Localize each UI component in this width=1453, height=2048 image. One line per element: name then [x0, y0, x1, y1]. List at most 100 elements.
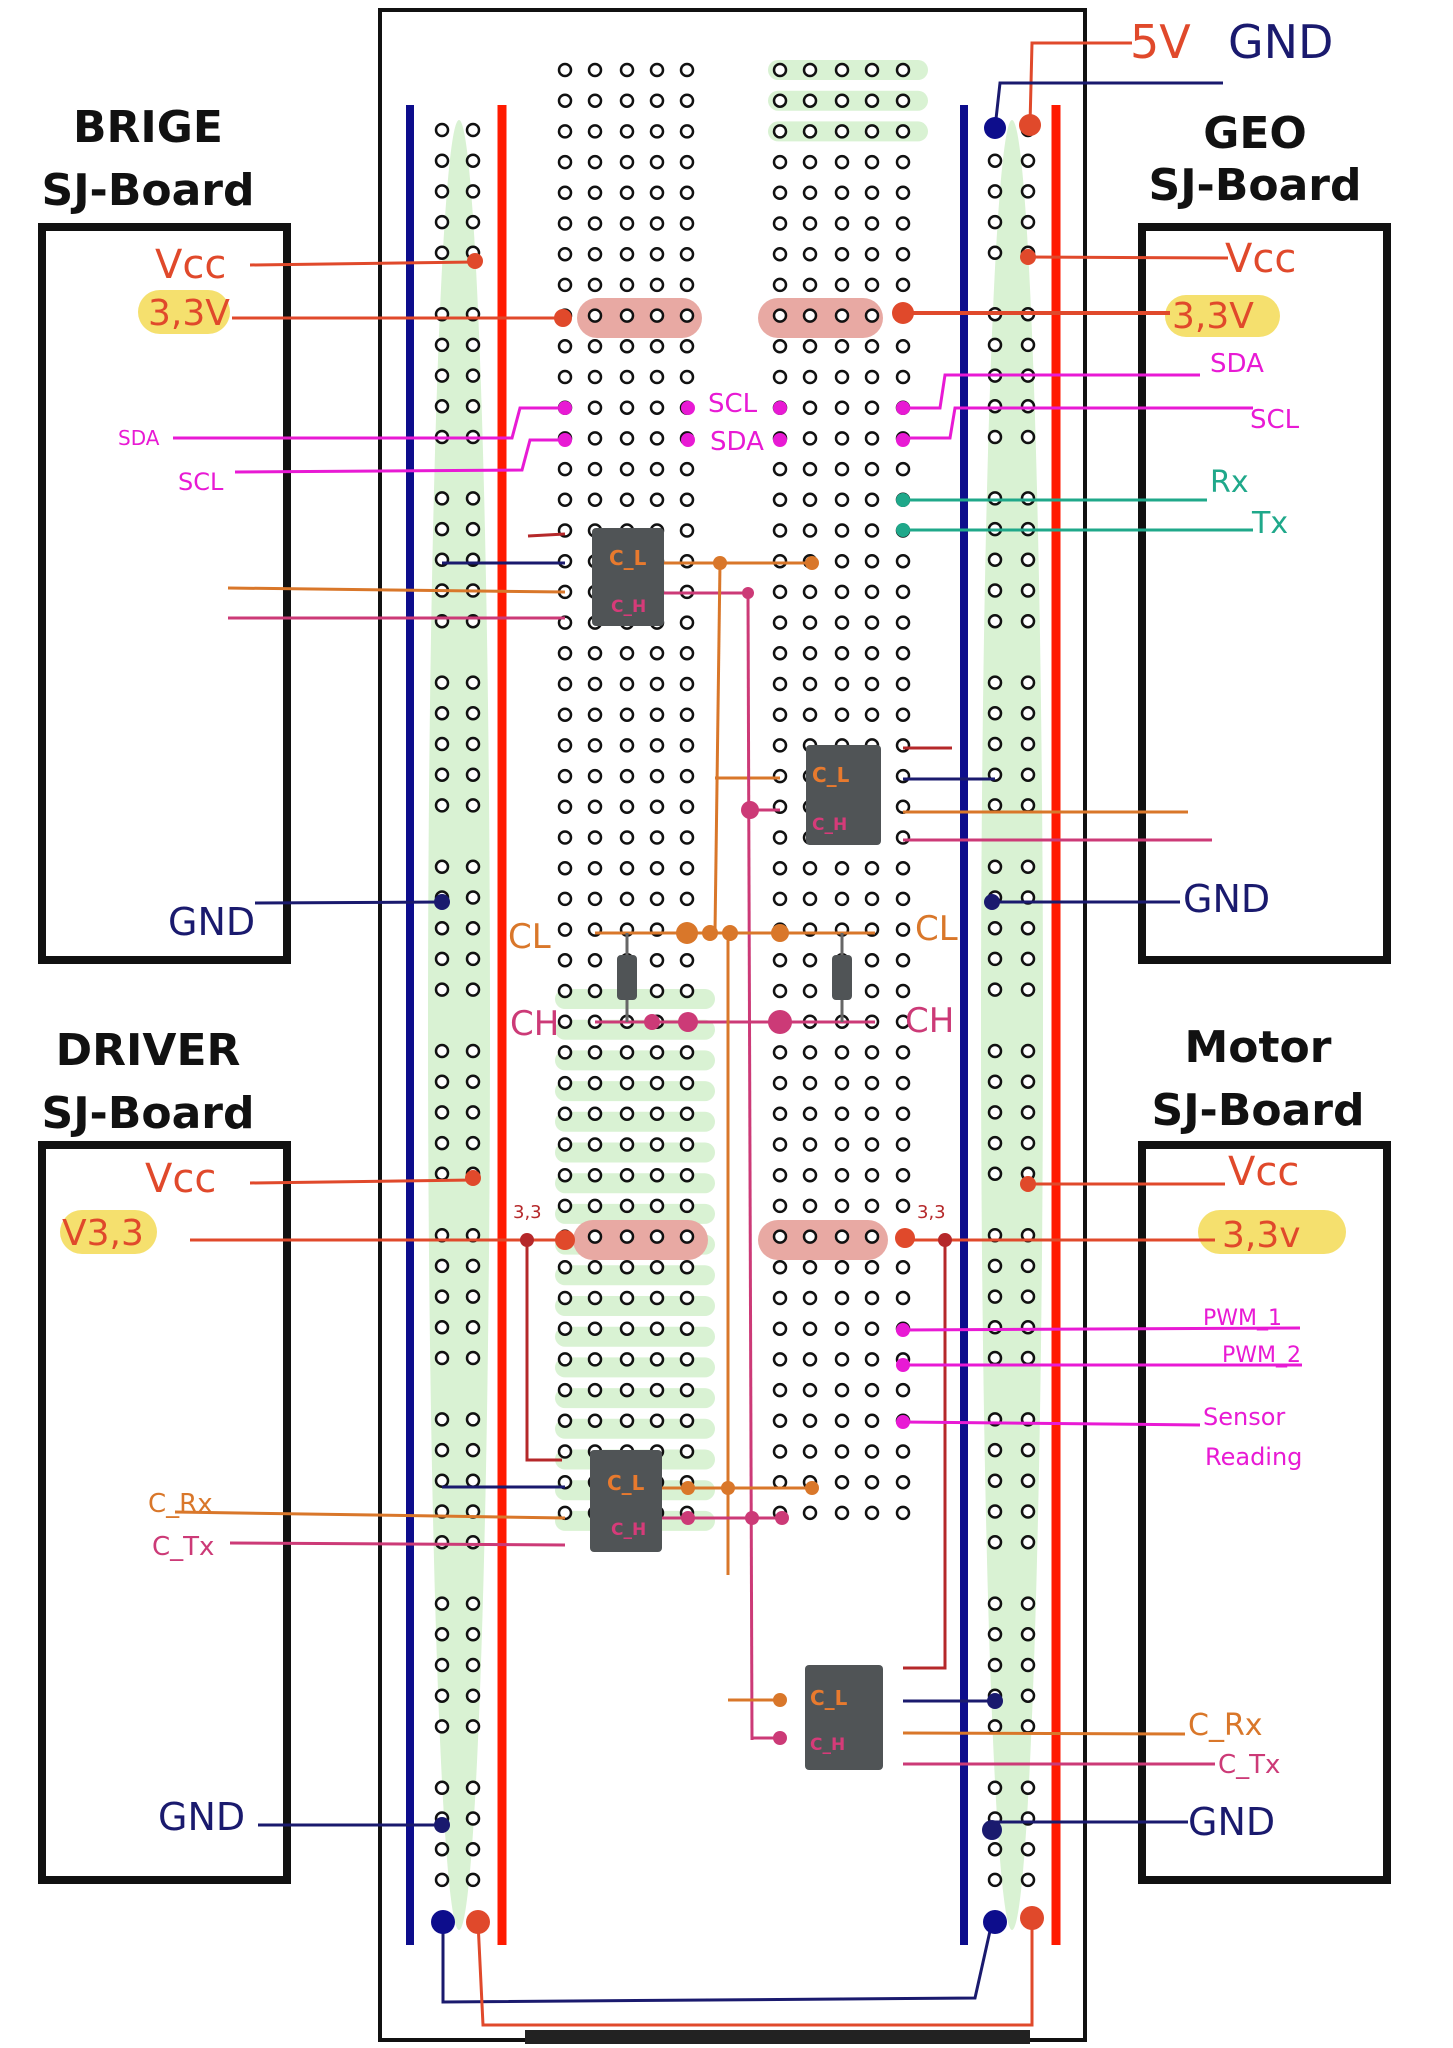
bridge-board-sub: SJ-Board — [42, 165, 255, 216]
breadboard-hole — [802, 1167, 818, 1183]
breadboard-hole — [1020, 1534, 1036, 1550]
breadboard-hole — [619, 369, 635, 385]
breadboard-hole — [864, 523, 880, 538]
breadboard-hole — [619, 799, 635, 815]
breadboard-hole — [649, 93, 665, 108]
breadboard-hole — [619, 1137, 635, 1152]
breadboard-hole — [679, 768, 695, 784]
breadboard-hole — [802, 1444, 818, 1459]
breadboard-hole — [649, 1198, 665, 1214]
driver-crx-wire — [174, 1510, 566, 1520]
breadboard-hole — [557, 1382, 573, 1398]
breadboard-hole — [864, 400, 880, 415]
breadboard-hole — [895, 553, 911, 569]
dot-chip3-ch-a — [681, 1511, 695, 1525]
breadboard-hole — [649, 953, 665, 968]
breadboard-hole — [802, 93, 818, 108]
geo-sda-label: SDA — [1210, 349, 1264, 379]
breadboard-hole — [1020, 1135, 1036, 1151]
breadboard-hole — [987, 1504, 1003, 1519]
breadboard-hole — [557, 1106, 573, 1122]
breadboard-hole — [772, 676, 788, 692]
label-highlights — [60, 290, 1346, 1254]
breadboard-hole — [895, 860, 911, 876]
breadboard-hole — [465, 675, 481, 690]
breadboard-hole — [987, 214, 1003, 230]
dot-ch-row-c — [768, 1010, 792, 1034]
chip4-ch-label: C_H — [810, 1735, 845, 1755]
breadboard-hole — [772, 461, 788, 477]
breadboard-hole — [465, 337, 481, 353]
motor-board-sub: SJ-Board — [1152, 1085, 1365, 1136]
breadboard-hole — [802, 216, 818, 231]
small-33-label-left: 3,3 — [513, 1202, 542, 1223]
bus-ch-vertical — [746, 592, 754, 1741]
breadboard-hole — [619, 676, 635, 692]
breadboard-hole — [772, 738, 788, 753]
breadboard-hole — [987, 1596, 1003, 1611]
breadboard-hole — [987, 429, 1003, 445]
breadboard-hole — [557, 93, 573, 108]
breadboard-hole — [864, 646, 880, 661]
breadboard-hole — [802, 246, 818, 262]
breadboard-hole — [772, 983, 788, 999]
breadboard-hole — [864, 1382, 880, 1398]
dot-ch-chip2 — [741, 801, 759, 819]
breadboard-hole — [679, 1260, 695, 1275]
breadboard-hole — [802, 431, 818, 446]
breadboard-hole — [834, 461, 850, 477]
breadboard-hole — [649, 246, 665, 262]
breadboard-hole — [587, 799, 603, 815]
breadboard-hole — [434, 675, 450, 690]
breadboard-hole — [557, 1290, 573, 1306]
breadboard-hole — [987, 1135, 1003, 1151]
breadboard-hole — [987, 1473, 1003, 1489]
breadboard-hole — [864, 461, 880, 477]
breadboard-hole — [802, 523, 818, 538]
dot-mid-scl — [681, 401, 695, 415]
breadboard-hole — [465, 1074, 481, 1089]
breadboard-hole — [802, 983, 818, 999]
breadboard-hole — [987, 184, 1003, 199]
supply-gnd-wire — [993, 81, 1223, 129]
dot-motor-pwm1 — [896, 1323, 910, 1337]
breadboard-hole — [434, 1320, 450, 1335]
breadboard-hole — [557, 62, 573, 78]
breadboard-hole — [895, 339, 911, 354]
breadboard-hole — [864, 1321, 880, 1336]
breadboard-hole — [834, 124, 850, 139]
breadboard-hole — [619, 707, 635, 722]
breadboard-hole — [987, 1841, 1003, 1857]
chip1-body — [592, 528, 664, 626]
dot-driver-33-b — [555, 1230, 575, 1250]
breadboard-hole — [834, 646, 850, 661]
dot-gnd-top — [984, 117, 1006, 139]
breadboard-hole — [834, 1321, 850, 1336]
dot-geo-gnd — [984, 894, 1000, 910]
breadboard-hole — [987, 1534, 1003, 1550]
breadboard-hole — [895, 1505, 911, 1521]
breadboard-hole — [619, 860, 635, 876]
breadboard-hole — [802, 124, 818, 139]
breadboard-hole — [864, 339, 880, 354]
connection-dots — [431, 114, 1044, 1934]
breadboard-hole — [864, 676, 880, 692]
breadboard-hole — [834, 308, 850, 323]
breadboard-hole — [649, 1352, 665, 1367]
breadboard-hole — [802, 308, 818, 323]
breadboard-hole — [557, 983, 573, 999]
breadboard-hole — [987, 1872, 1003, 1888]
breadboard-hole — [987, 1442, 1003, 1458]
breadboard-hole — [834, 492, 850, 508]
breadboard-hole — [802, 1045, 818, 1060]
breadboard-hole — [772, 492, 788, 508]
breadboard-hole — [895, 953, 911, 968]
breadboard-hole — [987, 613, 1003, 629]
breadboard-hole — [557, 1260, 573, 1275]
dot-cl-row-a — [676, 922, 698, 944]
driver-ctx-label: C_Tx — [152, 1532, 214, 1562]
breadboard-hole — [619, 246, 635, 262]
breadboard-hole — [434, 122, 450, 138]
breadboard-hole — [1020, 1258, 1036, 1274]
chip3-body — [590, 1450, 662, 1552]
